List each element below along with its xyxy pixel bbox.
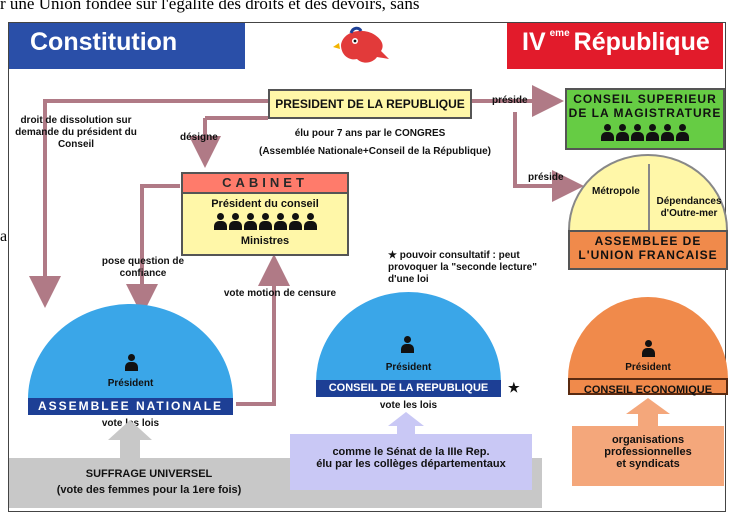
lavender-up-arrow-icon [388,412,424,436]
csm-title-line1: CONSEIL SUPERIEUR [573,92,717,106]
csm-title-line2: DE LA MAGISTRATURE [568,106,722,120]
president-election-line2: (Assemblée Nationale+Conseil de la Répub… [258,146,491,157]
header-blue-band [9,23,245,69]
header-right-rest: République [573,28,710,56]
conseil-eco-president-icon [641,340,656,362]
senat-note-box: comme le Sénat de la IIIe Rep. élu par l… [290,434,532,490]
cabinet-ministres: Ministres [240,235,290,247]
csm-members-icon [567,124,723,146]
union-divider [648,164,650,230]
conseil-rep-president: Président [385,362,432,373]
union-title-box: ASSEMBLEE DE L'UNION FRANCAISE [568,230,728,270]
assemblee-title-bar: ASSEMBLEE NATIONALE [28,398,233,415]
conseil-rep-vote-lois: vote les lois [379,400,438,411]
president-election-line1: élu pour 7 ans par le CONGRES [294,128,446,139]
orange-up-arrow-icon [626,398,670,426]
senat-line2: élu par les collèges départementaux [316,458,506,470]
rooster-logo-icon [333,26,389,63]
organisations-line2: professionnelles [604,446,692,458]
header-red-band [507,23,723,69]
conseil-rep-star: ★ [508,380,520,395]
cabinet-president: Président du conseil [211,198,319,210]
senat-line1: comme le Sénat de la IIIe Rep. [332,446,490,458]
suffrage-line2: (vote des femmes pour la 1ere fois) [56,484,242,496]
top-text-fragment: r une Union fondée sur l'égalité des dro… [0,0,420,13]
conseil-eco-title-bar: CONSEIL ECONOMIQUE [568,378,728,396]
organisations-line1: organisations [611,434,685,446]
union-title-line1: ASSEMBLEE DE [594,234,702,248]
preside-union-label: préside [528,172,564,183]
president-title: PRESIDENT DE LA REPUBLIQUE [275,97,465,111]
assemblee-president-icon [124,354,139,376]
dissolution-label: droit de dissolution sur demande du prés… [15,115,137,150]
side-letter: a [0,228,8,245]
suffrage-line1: SUFFRAGE UNIVERSEL [85,468,213,480]
conseil-rep-president-icon [400,336,415,358]
conseil-rep-title-bar: CONSEIL DE LA REPUBLIQUE [316,380,501,397]
confiance-label: pose question de confiance [101,256,185,279]
header-left-title: Constitution [30,28,178,56]
union-metropole: Métropole [592,186,640,197]
consultatif-note: ★ pouvoir consultatif : peut provoquer l… [388,250,537,285]
cabinet-ministers-icon [183,213,347,235]
organisations-line3: et syndicats [616,458,680,470]
cabinet-box: CABINET Président du conseil Ministres [181,172,349,256]
csm-box: CONSEIL SUPERIEUR DE LA MAGISTRATURE [565,88,725,150]
conseil-eco-president: Président [625,362,671,373]
cabinet-title-bar: CABINET [183,174,347,194]
union-title-line2: L'UNION FRANCAISE [578,248,718,262]
header-right-prefix: IV [522,28,546,56]
grey-up-arrow-icon [108,420,152,460]
organisations-box: organisations professionnelles et syndic… [572,426,724,486]
designe-label: désigne [180,132,218,143]
conseil-eco-title: CONSEIL ECONOMIQUE [583,384,713,396]
cabinet-title: CABINET [222,175,308,190]
union-dependances: Dépendances d'Outre-mer [656,196,722,219]
header-right-sup: eme [549,28,570,39]
president-title-box: PRESIDENT DE LA REPUBLIQUE [268,89,472,119]
censure-label: vote motion de censure [223,288,337,299]
preside-csm-label: préside [492,95,528,106]
assemblee-president: Président [107,378,154,389]
